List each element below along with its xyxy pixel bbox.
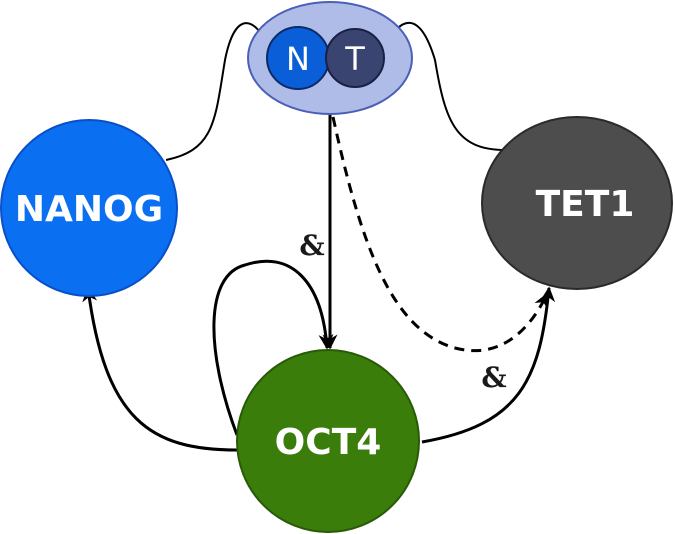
and-symbol-upper: & (299, 229, 324, 262)
node-tet1 (481, 116, 673, 290)
node-oct4-label: OCT4 (275, 422, 382, 463)
node-oct4 (236, 349, 420, 533)
node-nanog (0, 119, 178, 297)
edge-complex-to-tet1 (331, 116, 549, 353)
node-tet1-label: TET1 (536, 184, 635, 225)
edge-oct4-self-loop (212, 259, 334, 436)
node-nanog-label: NANOG (15, 189, 163, 230)
tether-tet1 (384, 21, 506, 151)
n-subunit-label: N (286, 40, 310, 78)
edge-oct4-to-tet1 (421, 286, 556, 444)
edge-oct4-to-nanog (82, 286, 238, 452)
tether-nanog (165, 22, 271, 161)
t-subunit (325, 28, 385, 88)
and-symbol-lower: & (481, 361, 506, 394)
t-subunit-label: T (344, 40, 365, 78)
